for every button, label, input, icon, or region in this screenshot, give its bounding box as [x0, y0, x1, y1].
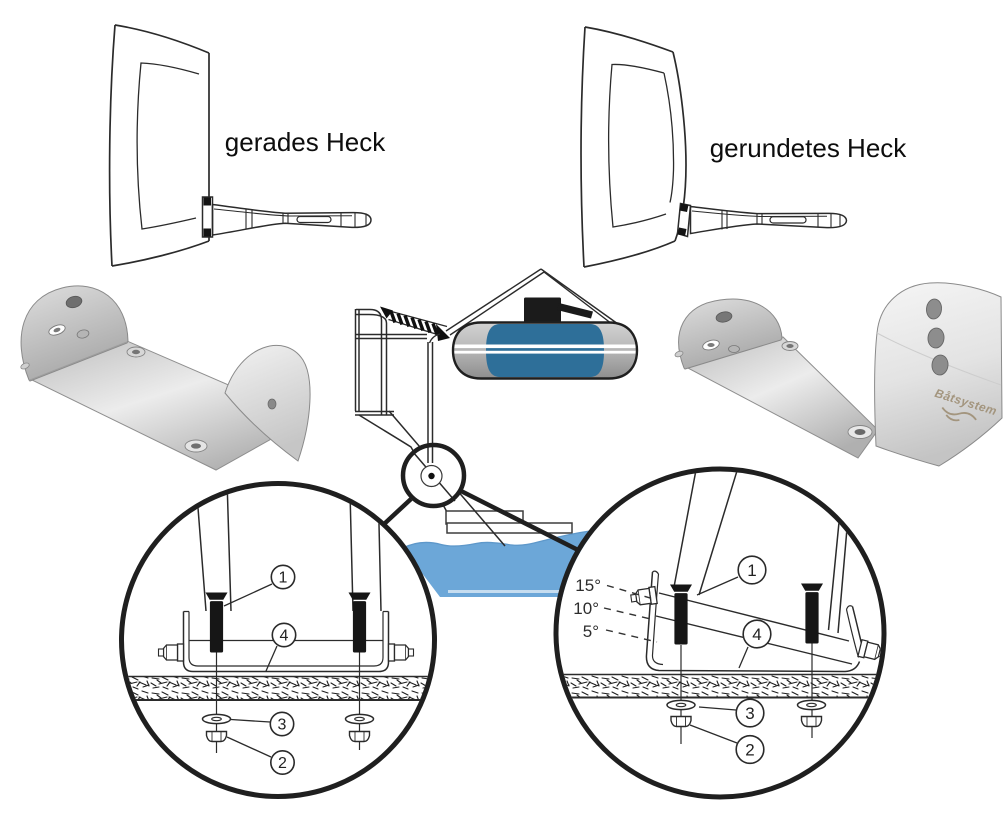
- dinghy-rubbing-strake: [453, 344, 637, 349]
- callout-3: 3: [230, 711, 295, 737]
- magnifier-leader-right: [459, 488, 582, 554]
- hull-edge: [358, 414, 448, 513]
- washer: [201, 713, 232, 725]
- bracket-wall-left: [678, 298, 783, 370]
- washer: [344, 713, 375, 725]
- davit-arm-side-rounded: [676, 202, 848, 238]
- water-surface: [403, 531, 592, 597]
- davit-arm-ribs: [721, 210, 841, 230]
- davit-tubes: [195, 486, 382, 612]
- davit-arm-side-straight: [201, 196, 372, 238]
- callout-2: 2: [689, 724, 765, 765]
- bracket-photo-straight: [20, 285, 311, 471]
- svg-text:3: 3: [745, 704, 754, 723]
- angle-scale-labels: 15° 10° 5°: [573, 576, 658, 643]
- callout-2: 2: [226, 736, 295, 775]
- callout-1: 1: [223, 564, 296, 607]
- folded-davit: [380, 306, 450, 341]
- deck-core-band: [558, 673, 882, 699]
- svg-text:3: 3: [278, 717, 287, 734]
- lock-nut: [800, 715, 823, 728]
- rounded-stern-inner-line: [607, 63, 675, 228]
- straight-stern-hull-outline: [108, 24, 210, 267]
- davit-arm-slot: [296, 215, 332, 224]
- svg-text:15°: 15°: [575, 576, 601, 595]
- magnifier-leader-left: [381, 497, 413, 527]
- lock-nut: [205, 730, 228, 743]
- svg-text:1: 1: [279, 570, 288, 587]
- dinghy: [451, 321, 639, 380]
- davit-arm-ribs: [245, 208, 367, 229]
- straight-stern-label: gerades Heck: [225, 127, 386, 157]
- magnifier-ring-right: [553, 466, 887, 800]
- deck-core-band: [124, 675, 432, 701]
- dinghy-hull: [486, 324, 604, 377]
- logo-wave-icon: [941, 406, 977, 422]
- svg-text:10°: 10°: [573, 599, 599, 618]
- rounded-stern-label: gerundetes Heck: [710, 133, 908, 163]
- svg-text:4: 4: [280, 628, 289, 645]
- washer: [796, 699, 827, 711]
- svg-text:2: 2: [278, 755, 287, 772]
- straight-stern-figure: gerades Heck: [108, 24, 386, 267]
- detail-view-straight: 1 4 3 2: [119, 481, 437, 799]
- svg-text:5°: 5°: [583, 622, 599, 641]
- outboard-motor: [524, 297, 593, 326]
- washer: [666, 699, 696, 711]
- svg-text:4: 4: [752, 625, 761, 644]
- rounded-stern-hull-outline: [580, 26, 687, 268]
- pivot-marker: [400, 442, 467, 509]
- bracket-holes: [20, 295, 277, 453]
- callout-4: 4: [265, 622, 297, 672]
- bracket-photo-rounded: Båtsystem: [674, 282, 1003, 467]
- davit-post: [427, 333, 441, 462]
- bracket-wall-left: [20, 285, 129, 382]
- magnifier-ring-left: [119, 481, 437, 799]
- davit-arm-slot: [769, 216, 807, 224]
- stern-rail: [354, 308, 427, 416]
- callout-1: 1: [696, 555, 767, 596]
- bracket-wall-right: [224, 344, 311, 462]
- svg-text:1: 1: [747, 561, 756, 580]
- lock-nut: [348, 730, 371, 743]
- callout-3: 3: [698, 698, 765, 728]
- detail-view-angled: 15° 10° 5° 1 4 3 2: [553, 466, 887, 800]
- callout-4: 4: [738, 619, 772, 669]
- davit-rotation-arrow-small: [380, 306, 393, 319]
- center-installation: [354, 268, 639, 597]
- angle-dashed-lines: [603, 584, 658, 643]
- svg-text:2: 2: [745, 741, 754, 760]
- lock-nut: [670, 715, 692, 728]
- davit-rotation-arrow: [436, 324, 450, 341]
- straight-stern-inner-line: [136, 62, 200, 230]
- bracket-holes: [674, 298, 949, 439]
- rounded-stern-figure: gerundetes Heck: [580, 26, 908, 268]
